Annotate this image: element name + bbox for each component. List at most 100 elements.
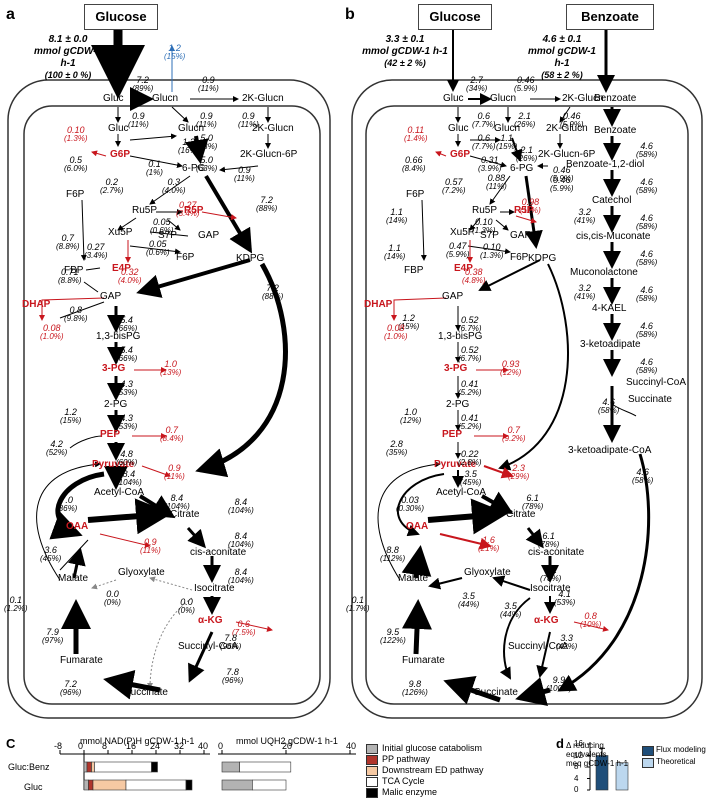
b-metabolite-gap: GAP bbox=[442, 291, 464, 302]
a-flux-value-33: 4.8 bbox=[120, 449, 133, 459]
d-tick-label: 0 bbox=[574, 785, 579, 794]
a-flux-32: 0.7(8.4%) bbox=[160, 425, 184, 444]
a-flux-40: 0.9(11%) bbox=[140, 537, 161, 556]
b-flux-37: 0.03(0.30%) bbox=[396, 495, 424, 514]
b-flux-percent-49: (42%) bbox=[556, 642, 578, 652]
a-flux-percent-39: (104%) bbox=[228, 506, 254, 516]
b-flux-percent-0: (34%) bbox=[466, 84, 488, 94]
b-flux-value-14: 0.57 bbox=[445, 177, 463, 187]
a-flux-value-31: 1.2 bbox=[64, 407, 77, 417]
a-metabolite-glucn-in: Glucn bbox=[178, 123, 205, 134]
b-flux-30: 0.41(5.2%) bbox=[458, 413, 482, 432]
b-flux-value-2: 0.6 bbox=[477, 111, 491, 121]
a-flux-percent-21: (4.0%) bbox=[118, 276, 142, 286]
b-benzoate-uptake-line3: (58 ± 2 %) bbox=[541, 70, 583, 80]
b-flux-value-38: 6.1 bbox=[526, 493, 539, 503]
c-uqh2-bar bbox=[221, 779, 253, 791]
a-flux-19: 0.7(8.8%) bbox=[56, 233, 80, 252]
a-metabolite-f6p-top: F6P bbox=[66, 189, 85, 200]
a-metabolite-bispg: 1,3-bisPG bbox=[96, 331, 141, 342]
a-flux-50: 7.2(96%) bbox=[60, 679, 81, 698]
b-flux-value-9: 0.11 bbox=[407, 125, 425, 135]
b-flux-50: 9.8(126%) bbox=[402, 679, 428, 698]
a-flux-percent-12: (1%) bbox=[146, 168, 163, 178]
b-flux-value-25: 0.08 bbox=[387, 323, 405, 333]
b-metabolite-benzoate-out: Benzoate bbox=[594, 93, 637, 104]
a-flux-value-14: 0.3 bbox=[167, 177, 181, 187]
c-legend-swatch bbox=[366, 788, 378, 798]
panel-label-a: a bbox=[6, 6, 15, 23]
b-flux-percent-11: (3.9%) bbox=[478, 164, 502, 174]
a-flux-value-32: 0.7 bbox=[165, 425, 179, 435]
b-flux-value-45: 0.1 bbox=[351, 595, 365, 605]
a-flux-percent-7: (16%) bbox=[178, 146, 200, 156]
b-outer-membrane bbox=[351, 79, 703, 719]
a-flux-percent-32: (8.4%) bbox=[160, 434, 184, 444]
b-flux-value-15: 0.98 bbox=[521, 197, 540, 207]
a-flux-value-28: 1.0 bbox=[164, 359, 177, 369]
b-flux-value-43: 4.1 bbox=[558, 589, 571, 599]
c-nadph-bar bbox=[125, 779, 187, 791]
a-metabolite-akg: α-KG bbox=[198, 615, 223, 626]
a-flux-percent-51: (96%) bbox=[222, 676, 244, 686]
a-metabolite-pg2: 2-PG bbox=[104, 399, 128, 410]
b-flux-value-40: 1.6 bbox=[482, 535, 495, 545]
a-flux-31: 1.2(15%) bbox=[60, 407, 81, 426]
b-flux-percent-24: (15%) bbox=[398, 322, 420, 332]
b-flux-value-44: 0.8 bbox=[584, 611, 597, 621]
b-metabolite-xu5p: Xu5P bbox=[450, 227, 475, 238]
a-flux-value-29: 4.3 bbox=[120, 379, 133, 389]
a-flux-percent-42: (45%) bbox=[40, 554, 62, 564]
b-flux-percent-56: (58%) bbox=[636, 294, 658, 304]
d-ylabel-line2: equivalents bbox=[566, 749, 607, 759]
c-nadph-chart bbox=[59, 750, 210, 791]
a-flux-27: 5.4(66%) bbox=[116, 345, 137, 364]
b-flux-15: 0.98(11%) bbox=[520, 197, 541, 216]
d-legend-label: Theoretical bbox=[656, 757, 696, 766]
a-flux-value-41: 8.4 bbox=[234, 531, 248, 541]
a-flux-value-43: 0.0 bbox=[106, 589, 119, 599]
a-flux-18: 0.05(0.6%) bbox=[146, 239, 170, 258]
a-flux-38: 8.4(104%) bbox=[164, 493, 190, 512]
c-nadph-tick-label: 40 bbox=[198, 741, 209, 751]
b-flux-33: 0.22(2.8%) bbox=[458, 449, 482, 468]
c-nadph-bar bbox=[151, 761, 158, 773]
a-metabolite-citrate: Citrate bbox=[170, 509, 200, 520]
b-flux-44: 0.8(10%) bbox=[580, 611, 601, 630]
a-flux-percent-14: (4.0%) bbox=[162, 186, 186, 196]
b-flux-57: 4.6(58%) bbox=[636, 321, 657, 340]
a-metabolite-kglucn-out: 2K-Glucn bbox=[242, 93, 284, 104]
b-metabolite-e4p: E4P bbox=[454, 263, 473, 274]
b-flux-value-55: 4.6 bbox=[640, 249, 653, 259]
b-flux-percent-33: (2.8%) bbox=[458, 458, 482, 468]
b-flux-value-23: 3.2 bbox=[578, 283, 591, 293]
b-metabolite-benzoate12: Benzoate-1,2-diol bbox=[566, 159, 645, 170]
c-legend-label: TCA Cycle bbox=[382, 776, 425, 786]
b-flux-percent-43: (53%) bbox=[554, 598, 576, 608]
a-flux-percent-16: (88%) bbox=[256, 204, 278, 214]
a-flux-percent-5: (63%) bbox=[196, 142, 218, 152]
d-legend-label: Flux modeling bbox=[656, 745, 706, 754]
a-flux-percent-8: (1.3%) bbox=[64, 134, 88, 144]
b-flux-32: 0.7(9.2%) bbox=[502, 425, 526, 444]
a-flux-value-40: 0.9 bbox=[144, 537, 157, 547]
b-flux-percent-2: (7.7%) bbox=[472, 120, 496, 130]
b-flux-value-8: 0.46 bbox=[553, 165, 571, 175]
b-metabolite-g6p: G6P bbox=[450, 149, 471, 160]
b-metabolite-gap-top: GAP bbox=[510, 230, 532, 241]
b-flux-47: 3.5(44%) bbox=[458, 591, 479, 610]
c-nadph-tick-label: -8 bbox=[54, 741, 63, 751]
a-outer-membrane bbox=[7, 79, 331, 719]
b-flux-value-30: 0.41 bbox=[461, 413, 479, 423]
b-flux-percent-35: (29%) bbox=[508, 472, 530, 482]
a-flux-percent-44: (0%) bbox=[178, 606, 195, 616]
b-benzoate-uptake-line1: 4.6 ± 0.1 bbox=[542, 34, 582, 45]
c-nadph-tick-label: 16 bbox=[126, 741, 137, 751]
b-metabolite-ru5p: Ru5P bbox=[472, 205, 498, 216]
a-flux-value-7: 1.3 bbox=[182, 137, 195, 147]
a-flux-value-0: 7.2 bbox=[136, 75, 149, 85]
b-glucose-uptake-line3: (42 ± 2 %) bbox=[384, 58, 426, 68]
b-flux-percent-54: (58%) bbox=[636, 222, 658, 232]
a-metabolite-xu5p: Xu5P bbox=[108, 227, 133, 238]
a-flux-37: 7.0(86%) bbox=[56, 495, 77, 514]
